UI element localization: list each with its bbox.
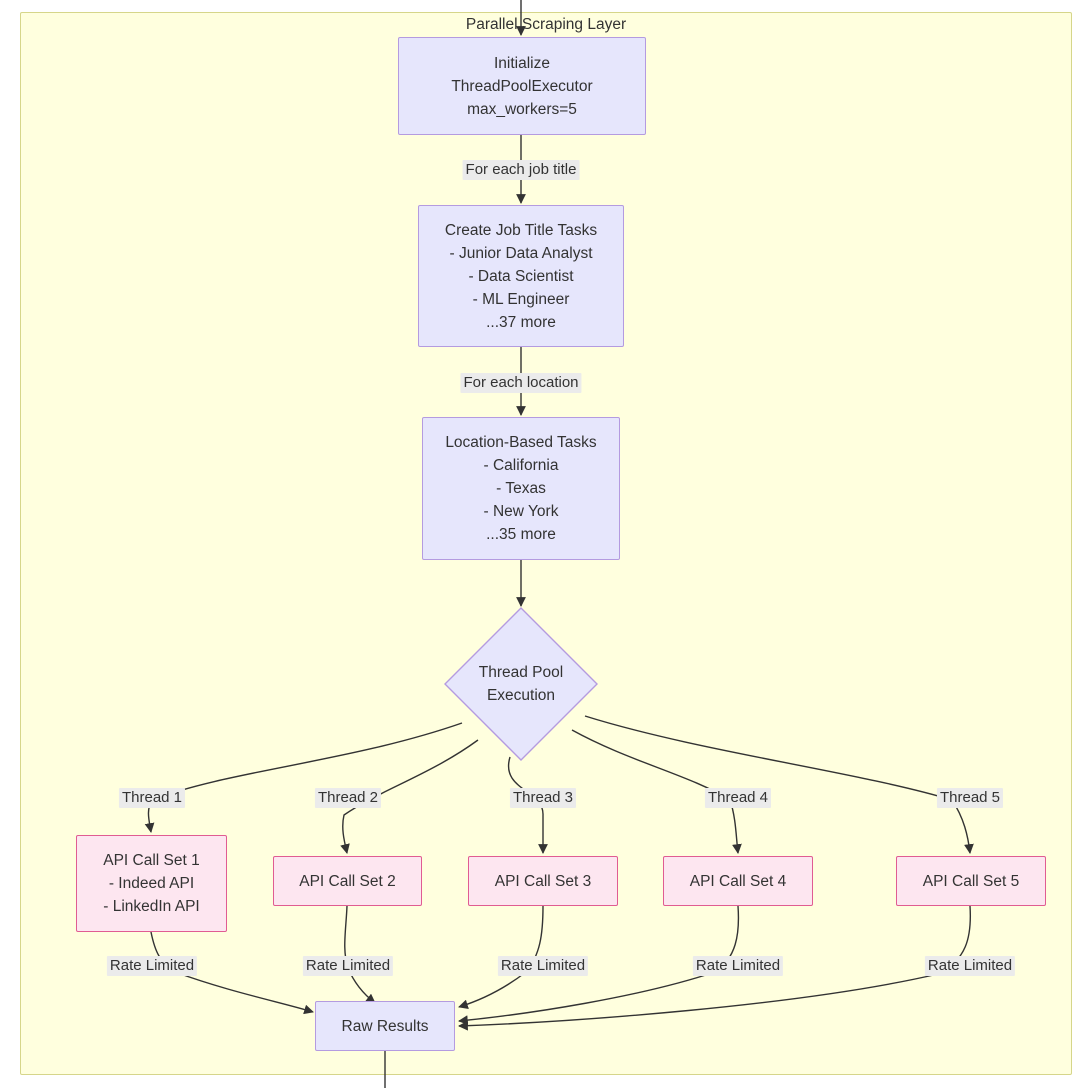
node-line: ...37 more [486, 313, 556, 331]
subgraph-title: Parallel Scraping Layer [465, 16, 627, 33]
node-line: Location-Based Tasks [445, 434, 597, 451]
node-line: - Indeed API [108, 875, 195, 892]
node-line: - New York [483, 503, 559, 520]
edge-label-rate-limited-1: Rate Limited [106, 956, 198, 976]
edge-label-thread-3: Thread 3 [509, 788, 577, 808]
node-line: Create Job Title Tasks [444, 221, 598, 239]
node-create-job-title-tasks[interactable]: Create Job Title Tasks - Junior Data Ana… [418, 205, 624, 347]
diamond-label: Thread Pool Execution [444, 607, 598, 761]
node-line: ThreadPoolExecutor [451, 77, 593, 95]
edge-label-thread-1: Thread 1 [118, 788, 186, 808]
node-line: - ML Engineer [472, 290, 570, 308]
node-api-call-set-1[interactable]: API Call Set 1 - Indeed API - LinkedIn A… [76, 835, 227, 932]
edge-label-rate-limited-4: Rate Limited [692, 956, 784, 976]
node-line: - Data Scientist [468, 267, 574, 285]
node-line: max_workers=5 [467, 100, 577, 118]
edge-label-for-each-location: For each location [460, 373, 582, 393]
edge-label-rate-limited-3: Rate Limited [497, 956, 589, 976]
node-line: API Call Set 1 [103, 852, 200, 869]
node-thread-pool-execution[interactable]: Thread Pool Execution [444, 607, 598, 761]
node-line: Thread Pool [478, 664, 564, 681]
node-line: - LinkedIn API [103, 898, 200, 915]
node-api-call-set-2[interactable]: API Call Set 2 [273, 856, 422, 906]
node-line: API Call Set 2 [299, 872, 396, 890]
node-location-based-tasks[interactable]: Location-Based Tasks - California - Texa… [422, 417, 620, 560]
node-line: - Junior Data Analyst [449, 244, 593, 262]
node-raw-results[interactable]: Raw Results [315, 1001, 455, 1051]
node-line: - Texas [496, 480, 546, 497]
node-initialize-threadpoolexecutor[interactable]: Initialize ThreadPoolExecutor max_worker… [398, 37, 646, 135]
diamond-shape [444, 607, 598, 761]
node-line: API Call Set 4 [689, 872, 787, 890]
node-line: Initialize [494, 54, 550, 72]
node-line: Execution [486, 687, 556, 704]
node-line: - California [483, 457, 559, 474]
edge-label-thread-2: Thread 2 [314, 788, 382, 808]
edge-label-thread-5: Thread 5 [936, 788, 1004, 808]
node-line: API Call Set 5 [922, 872, 1020, 890]
edge-label-thread-4: Thread 4 [704, 788, 772, 808]
edge-label-rate-limited-5: Rate Limited [924, 956, 1016, 976]
node-line: ...35 more [486, 526, 556, 543]
node-api-call-set-3[interactable]: API Call Set 3 [468, 856, 618, 906]
edge-label-rate-limited-2: Rate Limited [302, 956, 394, 976]
edge-label-for-each-job-title: For each job title [462, 160, 580, 180]
node-line: Raw Results [341, 1017, 429, 1035]
node-api-call-set-4[interactable]: API Call Set 4 [663, 856, 813, 906]
node-api-call-set-5[interactable]: API Call Set 5 [896, 856, 1046, 906]
node-line: API Call Set 3 [494, 872, 592, 890]
